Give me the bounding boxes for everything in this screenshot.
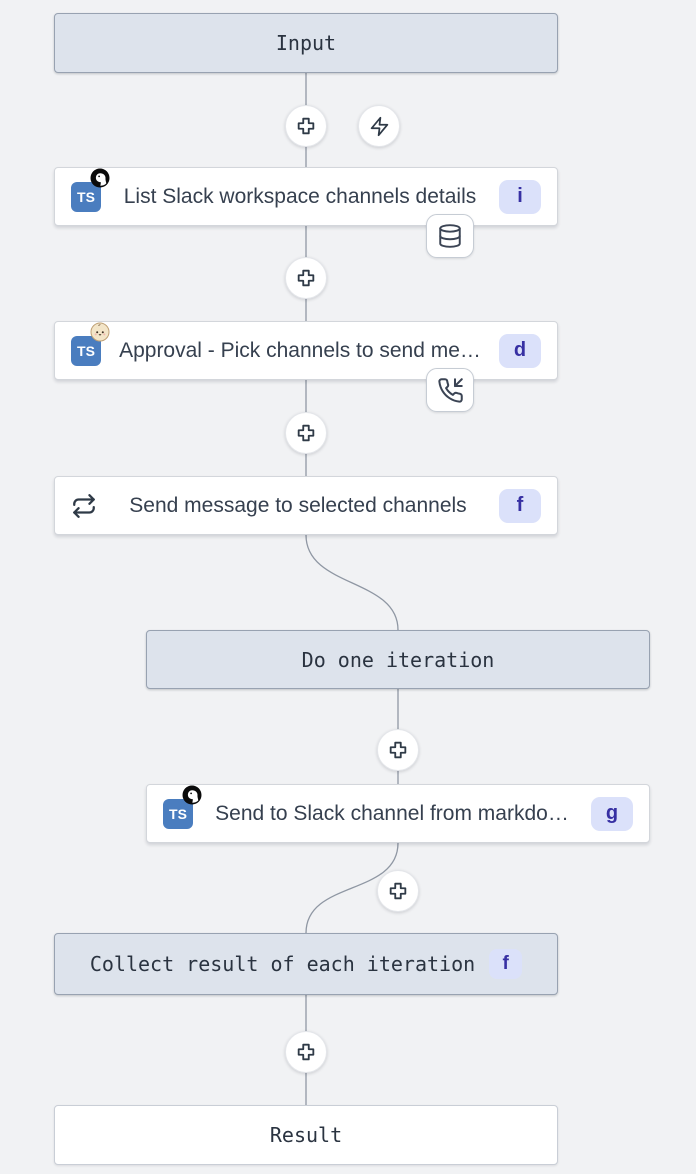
database-icon xyxy=(439,224,461,248)
add-step-button[interactable] xyxy=(285,1031,327,1073)
language-icon-wrap: TS xyxy=(163,785,202,829)
loop-collect-node[interactable]: Collect result of each iteration f xyxy=(54,933,558,995)
repeat-icon xyxy=(73,493,95,518)
bun-icon xyxy=(90,322,110,341)
flow-node-send-to-slack-channel[interactable]: TS Send to Slack channel from markdo… g xyxy=(146,784,650,843)
language-icon-wrap: TS xyxy=(71,168,110,212)
plus-icon xyxy=(389,741,407,759)
node-label: Send message to selected channels xyxy=(129,493,467,517)
step-id-badge: g xyxy=(591,796,633,831)
language-icon-wrap: TS xyxy=(71,322,110,366)
step-id-badge: i xyxy=(499,179,541,214)
flow-input-node[interactable]: Input xyxy=(54,13,558,73)
deno-icon xyxy=(182,785,202,804)
step-id-badge: d xyxy=(499,333,541,368)
flow-node-list-slack-channels[interactable]: TS List Slack workspace channels details… xyxy=(54,167,558,226)
plus-icon xyxy=(297,1043,315,1061)
flow-input-label: Input xyxy=(275,31,337,55)
plus-icon xyxy=(297,424,315,442)
loop-iteration-header[interactable]: Do one iteration xyxy=(146,630,650,689)
typescript-icon: TS xyxy=(163,798,193,829)
typescript-icon: TS xyxy=(71,181,101,212)
step-id-badge: f xyxy=(499,488,541,523)
flow-result-node[interactable]: Result xyxy=(54,1105,558,1165)
add-trigger-button[interactable] xyxy=(358,105,400,147)
phone-incoming-icon xyxy=(437,377,463,403)
flow-result-label: Result xyxy=(269,1123,343,1147)
plus-icon xyxy=(389,882,407,900)
add-step-button[interactable] xyxy=(285,257,327,299)
flow-node-approval-pick-channels[interactable]: TS Approval - Pick channels to send me… … xyxy=(54,321,558,380)
flow-node-forloop-send-message[interactable]: Send message to selected channels f xyxy=(54,476,558,535)
add-step-button[interactable] xyxy=(377,870,419,912)
deno-icon xyxy=(90,168,110,187)
plus-icon xyxy=(297,269,315,287)
loop-collect-label: Collect result of each iteration xyxy=(89,952,476,976)
node-label: Approval - Pick channels to send me… xyxy=(119,338,481,362)
loop-iteration-label: Do one iteration xyxy=(301,647,495,672)
plus-icon xyxy=(297,117,315,135)
node-label: List Slack workspace channels details xyxy=(123,184,477,208)
cache-indicator-button[interactable] xyxy=(426,214,474,258)
add-step-button[interactable] xyxy=(285,105,327,147)
step-id-badge: f xyxy=(489,949,523,979)
suspend-approval-indicator-button[interactable] xyxy=(426,368,474,412)
node-label: Send to Slack channel from markdo… xyxy=(215,801,569,825)
zap-icon xyxy=(370,116,388,136)
add-step-button[interactable] xyxy=(377,729,419,771)
add-step-button[interactable] xyxy=(285,412,327,454)
typescript-icon: TS xyxy=(71,335,101,366)
